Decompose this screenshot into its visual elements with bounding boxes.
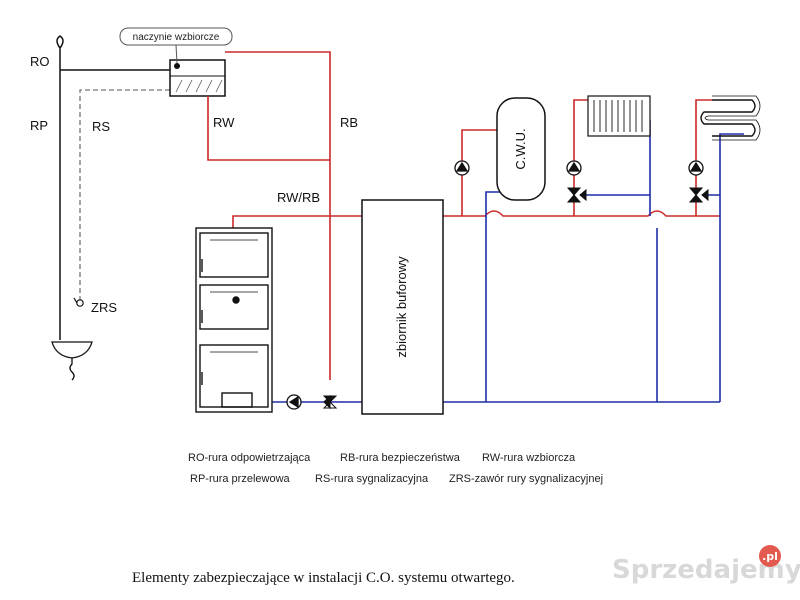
- watermark: Sprzedajemy .pl: [612, 545, 800, 585]
- return-pipes: [443, 120, 744, 403]
- label-rp: RP: [30, 118, 48, 133]
- cwu-supply-branch: [461, 129, 497, 216]
- coil-return: [719, 133, 744, 402]
- label-rw-rb: RW/RB: [277, 190, 320, 205]
- vent-overflow-pipes: [56, 35, 170, 340]
- floor-heating-coil: [700, 95, 761, 141]
- label-ro: RO: [30, 54, 50, 69]
- expansion-vessel-label-group: naczynie wzbiorcze: [119, 27, 233, 64]
- zrs-valve: [73, 297, 84, 307]
- buffer-tank-label: zbiornik buforowy: [394, 256, 409, 358]
- label-zrs: ZRS: [91, 300, 117, 315]
- pump-cwu: [454, 160, 470, 176]
- caption: Elementy zabezpieczające w instalacji C.…: [132, 570, 515, 586]
- radiator-return-down: [649, 195, 658, 402]
- label-rw: RW: [213, 115, 235, 130]
- radiator-supply-branch: [573, 99, 588, 216]
- expansion-vessel-label: naczynie wzbiorcze: [133, 32, 220, 43]
- coil-supply-branch: [695, 99, 712, 216]
- three-way-valve-boiler: [322, 394, 338, 410]
- three-way-valve-radiator: [566, 187, 587, 203]
- signal-pipe-rs: [79, 89, 170, 300]
- rw-expansion-pipe: [207, 96, 330, 161]
- label-rb: RB: [340, 115, 358, 130]
- three-way-valve-coil: [688, 187, 709, 203]
- buffer-tank: zbiornik buforowy: [361, 199, 444, 415]
- legend-zrs: ZRS-zawór rury sygnalizacyjnej: [449, 473, 603, 485]
- pump-boiler: [286, 394, 302, 410]
- legend-ro: RO-rura odpowietrzająca: [188, 452, 311, 464]
- vent-pipe-ro: [56, 35, 64, 340]
- expansion-vessel: [169, 59, 226, 97]
- legend-rs: RS-rura sygnalizacyjna: [315, 473, 429, 485]
- pump-coil: [688, 160, 704, 176]
- watermark-badge-text: .pl: [762, 550, 778, 563]
- supply-main: [443, 210, 720, 217]
- legend-rp: RP-rura przelewowa: [190, 473, 291, 485]
- legend-rw: RW-rura wzbiorcza: [482, 452, 576, 464]
- rb-safety-pipe: [225, 51, 331, 380]
- overflow-funnel: [51, 341, 93, 381]
- supply-pipes: [207, 51, 720, 380]
- cwu-tank: C.W.U.: [496, 97, 546, 201]
- watermark-badge: [759, 545, 781, 567]
- cwu-label: C.W.U.: [513, 128, 528, 169]
- boiler: [195, 227, 273, 413]
- legend: RO-rura odpowietrzająca RB-rura bezpiecz…: [188, 452, 603, 485]
- cwu-return: [485, 191, 506, 402]
- radiator: [587, 95, 651, 137]
- label-rs: RS: [92, 119, 110, 134]
- legend-rb: RB-rura bezpieczeństwa: [340, 452, 461, 464]
- pump-radiator: [566, 160, 582, 176]
- rw-rb-pipe: [232, 215, 362, 228]
